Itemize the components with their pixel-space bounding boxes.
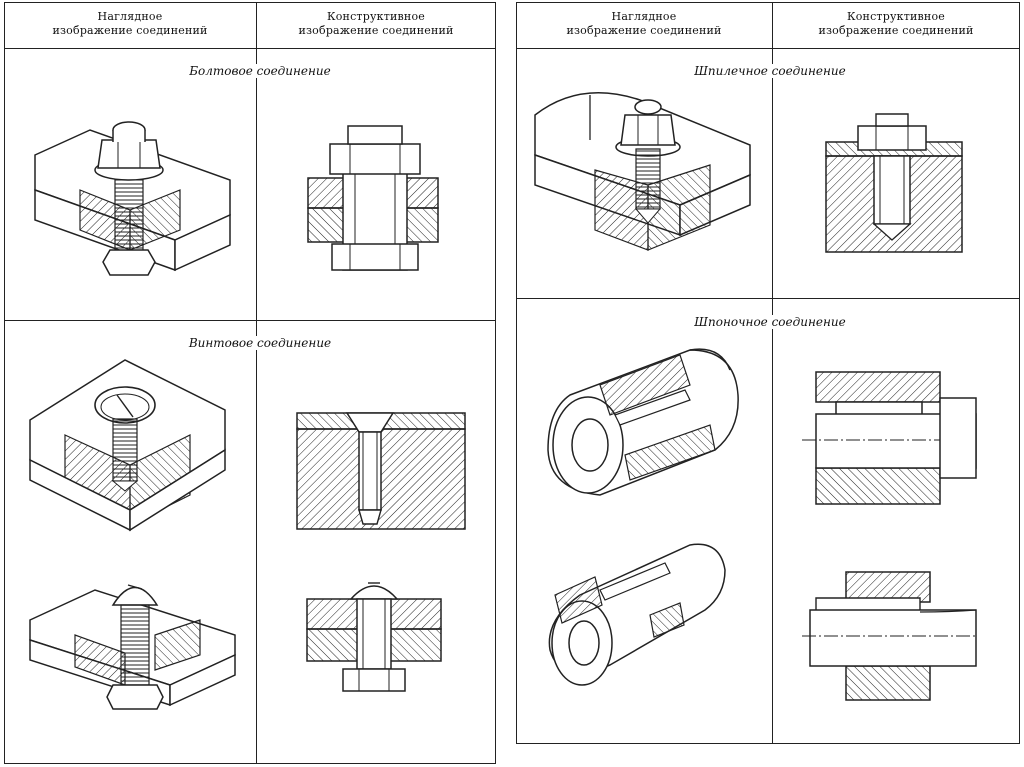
key-pictorial-drawing-2 [540, 535, 730, 695]
screw-countersunk-constructive-drawing [295, 408, 470, 538]
screw-panhead-constructive-drawing [305, 575, 445, 695]
section-title-bolt: Болтовое соединение [150, 64, 370, 78]
left-row-divider [4, 320, 496, 321]
key-constructive-drawing-2 [800, 570, 980, 705]
section-title-key: Шпоночное соединение [655, 315, 885, 329]
right-header-divider [516, 48, 1020, 49]
screw-panhead-pictorial-drawing [25, 575, 240, 715]
stud-constructive-drawing [822, 112, 967, 257]
right-row-divider [516, 298, 1020, 299]
stud-pictorial-drawing [530, 85, 755, 260]
right-col-divider [772, 2, 773, 744]
bolt-constructive-drawing [300, 120, 445, 275]
key-pictorial-drawing-1 [540, 340, 750, 500]
left-header-divider [4, 48, 496, 49]
section-title-screw: Винтовое соединение [140, 336, 380, 350]
key-constructive-drawing-1 [800, 370, 980, 510]
section-title-stud: Шпилечное соединение [660, 64, 880, 78]
left-col-divider [256, 2, 257, 764]
screw-countersunk-pictorial-drawing [25, 355, 230, 535]
bolt-pictorial-drawing [30, 110, 235, 285]
